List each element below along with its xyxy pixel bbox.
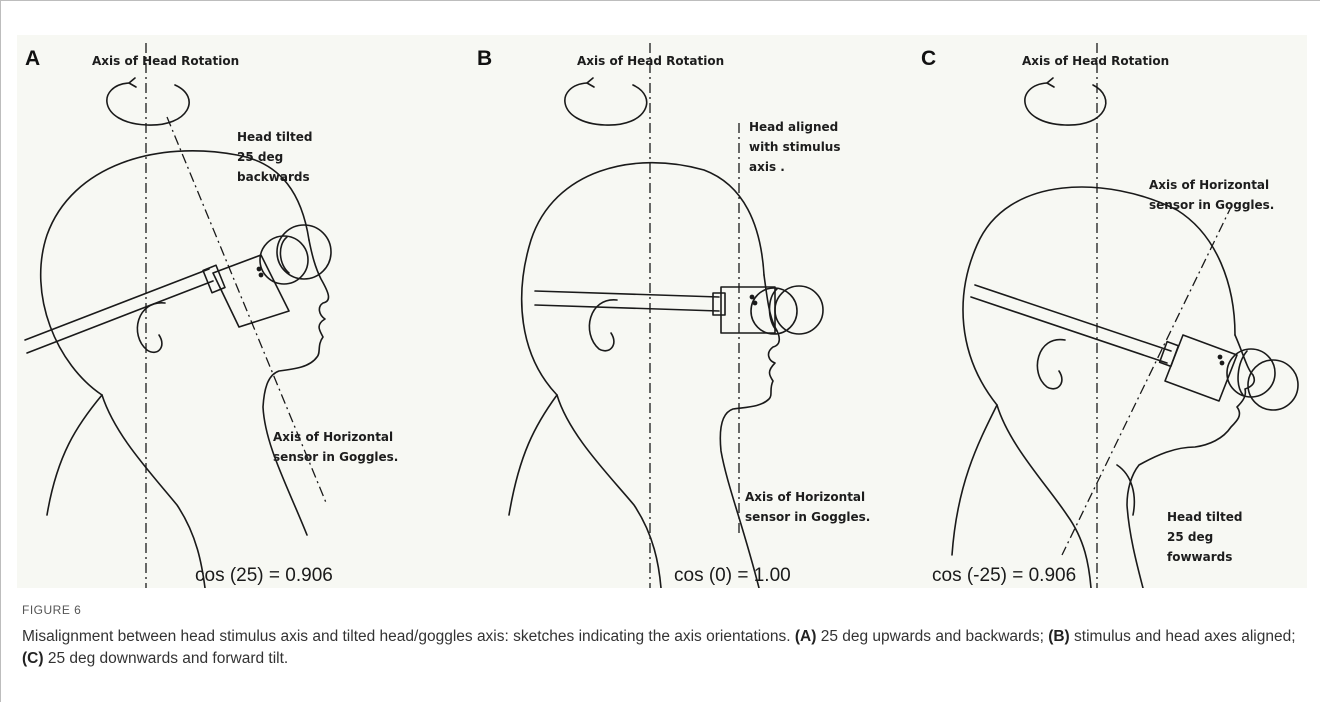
rotation-arrow-icon: [565, 83, 647, 125]
rotation-arrow-icon: [107, 83, 189, 125]
caption-b-tag: (B): [1048, 628, 1070, 645]
panel-a: A Axis of Head Rotation Head tilted 25 d…: [17, 35, 447, 588]
panel-b: B Axis of Head Rotation Head aligned wit…: [469, 35, 899, 588]
panel-a-tilt-note: Head tilted 25 deg backwards: [237, 127, 312, 187]
ear: [137, 303, 165, 352]
panel-a-letter: A: [25, 47, 40, 71]
panel-b-formula: cos (0) = 1.00: [674, 565, 791, 587]
panel-c-tilt-note: Head tilted 25 deg fowwards: [1167, 507, 1242, 567]
panel-a-formula: cos (25) = 0.906: [195, 565, 333, 587]
panel-c-sensor-note: Axis of Horizontal sensor in Goggles.: [1149, 175, 1274, 215]
panel-c: C Axis of Head Rotation Axis of Horizont…: [917, 35, 1307, 588]
goggles-lens-outer: [775, 286, 823, 334]
panel-b-letter: B: [477, 47, 492, 71]
goggles-body: [213, 255, 289, 327]
face-profile: [720, 275, 779, 588]
head-outline: [952, 187, 1235, 555]
panel-a-sensor-note: Axis of Horizontal sensor in Goggles.: [273, 427, 398, 467]
frame-left-border: [0, 0, 1, 702]
frame-top-border: [0, 0, 1320, 1]
figure-illustration: A Axis of Head Rotation Head tilted 25 d…: [17, 35, 1307, 588]
panel-b-tilt-note: Head aligned with stimulus axis .: [749, 117, 841, 177]
panel-b-sensor-note: Axis of Horizontal sensor in Goggles.: [745, 487, 870, 527]
caption-intro: Misalignment between head stimulus axis …: [22, 628, 791, 645]
caption-a-text: 25 deg upwards and backwards;: [821, 628, 1044, 645]
ear: [1037, 340, 1065, 389]
panel-c-rotation-label: Axis of Head Rotation: [1022, 51, 1169, 71]
caption-c-text: 25 deg downwards and forward tilt.: [48, 650, 288, 667]
panel-c-letter: C: [921, 47, 936, 71]
face-profile: [263, 240, 329, 535]
goggles-lens-outer: [277, 225, 331, 279]
caption-b-text: stimulus and head axes aligned;: [1074, 628, 1295, 645]
caption-a-tag: (A): [795, 628, 817, 645]
head-outline: [509, 163, 764, 515]
rotation-arrow-icon: [1025, 83, 1106, 125]
panel-c-sketch: [917, 35, 1307, 588]
figure-label: FIGURE 6: [22, 603, 81, 617]
panel-a-rotation-label: Axis of Head Rotation: [92, 51, 239, 71]
figure-caption: Misalignment between head stimulus axis …: [22, 626, 1307, 670]
panel-a-sketch: [17, 35, 447, 588]
panel-b-rotation-label: Axis of Head Rotation: [577, 51, 724, 71]
caption-c-tag: (C): [22, 650, 44, 667]
goggles-lens-inner: [260, 236, 308, 284]
goggles-lens-outer: [1248, 360, 1298, 410]
panel-c-formula: cos (-25) = 0.906: [932, 565, 1076, 587]
sensor-axis: [1062, 205, 1232, 555]
